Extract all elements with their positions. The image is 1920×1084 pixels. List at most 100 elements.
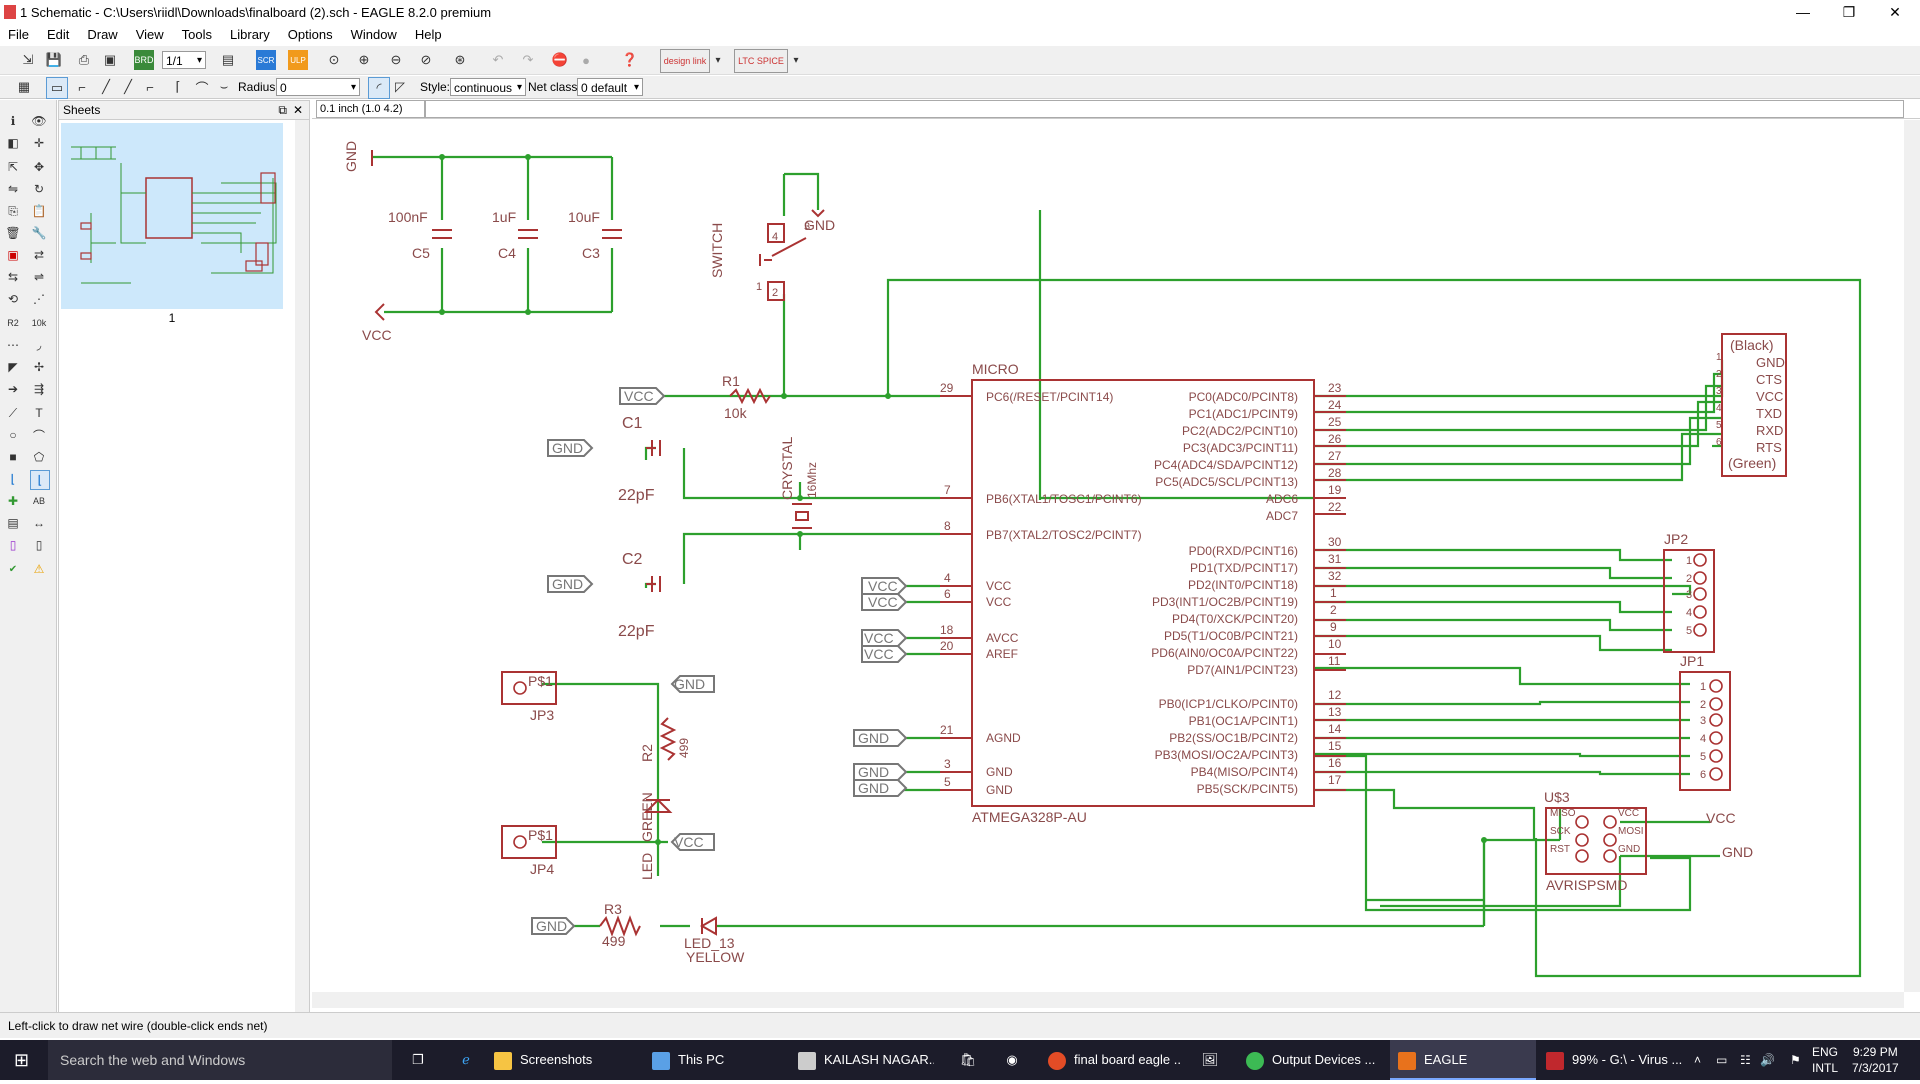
minimize-button[interactable]: — [1796, 4, 1810, 20]
float-panel-icon[interactable]: ⧉ [278, 103, 287, 117]
module-icon[interactable]: ▯ [35, 538, 43, 552]
menu-edit[interactable]: Edit [46, 26, 70, 42]
drc-icon[interactable]: ▤ [221, 52, 235, 67]
errors-icon[interactable]: ⚠ [33, 562, 45, 576]
mark-icon[interactable]: ✛ [33, 136, 45, 150]
cam-icon[interactable]: ▣ [103, 52, 117, 67]
save-icon[interactable]: 💾 [45, 52, 63, 67]
display-icon[interactable]: ◧ [7, 136, 19, 150]
sch-brd-switch-icon[interactable]: BRD [134, 50, 154, 70]
task-this-pc[interactable]: This PC [652, 1040, 782, 1080]
close-button[interactable]: ✕ [1889, 3, 1901, 20]
zoom-out-icon[interactable]: ⊖ [390, 52, 402, 67]
language-indicator[interactable]: ENG INTL [1812, 1044, 1838, 1084]
task-eagle[interactable]: EAGLE [1390, 1040, 1536, 1080]
menu-library[interactable]: Library [230, 26, 270, 42]
bend-style-6-icon[interactable]: ⌒ [195, 80, 209, 96]
optimize-icon[interactable]: ✢ [33, 360, 45, 374]
menu-options[interactable]: Options [287, 26, 333, 42]
task-output-devices[interactable]: Output Devices ... [1246, 1040, 1380, 1080]
move-icon[interactable]: ⇱ [7, 160, 19, 174]
style-select[interactable]: continuous [450, 78, 526, 97]
menu-draw[interactable]: Draw [87, 26, 118, 42]
steam-icon[interactable]: ◉ [1006, 1052, 1018, 1067]
junction-icon[interactable]: ✚ [7, 494, 19, 508]
net-icon[interactable]: ⌊ [30, 470, 50, 490]
dimension-icon[interactable]: ↔ [33, 516, 45, 530]
task-chrome[interactable]: final board eagle ... [1048, 1040, 1182, 1080]
print-icon[interactable]: ⎙ [78, 52, 90, 67]
ltspice-button[interactable]: LTC SPICE [734, 49, 788, 73]
help-icon[interactable]: ❓ [621, 52, 639, 67]
bend-style-4-icon[interactable]: ⌐ [146, 79, 154, 95]
route-icon[interactable]: ➔ [7, 382, 19, 396]
designlink-button[interactable]: design link [660, 49, 710, 73]
wrench-icon[interactable]: 🔧 [31, 226, 47, 240]
grid-icon[interactable]: ▦ [17, 79, 31, 94]
task-view-icon[interactable]: ❐ [412, 1052, 424, 1067]
zoom-fit-icon[interactable]: ⊙ [328, 52, 340, 67]
gateswap-icon[interactable]: ⇌ [33, 270, 45, 284]
slice-icon[interactable]: ⇶ [33, 382, 45, 396]
bend-style-1-icon[interactable]: ⌐ [78, 79, 86, 95]
rotate-icon[interactable]: ↻ [33, 182, 45, 196]
zoom-in-icon[interactable]: ⊕ [358, 52, 370, 67]
copy-icon[interactable]: ⎘ [8, 203, 18, 218]
volume-icon[interactable]: 🔊 [1760, 1053, 1775, 1067]
task-virus-scan[interactable]: 99% - G:\ - Virus ... [1546, 1040, 1686, 1080]
smash-icon[interactable]: ⋯ [7, 338, 19, 352]
rect-icon[interactable]: ■ [9, 450, 17, 464]
network-icon[interactable]: ☷ [1740, 1053, 1751, 1067]
delete-icon[interactable]: 🗑 [5, 226, 21, 240]
task-screenshots[interactable]: Screenshots [494, 1040, 624, 1080]
attribute-icon[interactable]: ▤ [7, 516, 19, 530]
zoom-redraw-icon[interactable]: ⊘ [420, 52, 432, 67]
split-wire-icon[interactable]: ◤ [8, 360, 18, 374]
bend-style-5-icon[interactable]: ⌈ [175, 79, 181, 94]
frame-icon[interactable]: ▯ [9, 538, 17, 552]
polygon-icon[interactable]: ⬠ [33, 450, 45, 464]
menu-tools[interactable]: Tools [181, 26, 213, 42]
label-icon[interactable]: AB [32, 496, 45, 506]
menu-file[interactable]: File [8, 26, 29, 42]
start-windows-icon[interactable]: ⊞ [14, 1050, 30, 1070]
sheets-scrollbar[interactable] [295, 120, 309, 1012]
open-icon[interactable]: ⇲ [22, 52, 34, 67]
designlink-dropdown-icon[interactable]: ▾ [715, 54, 721, 66]
text-icon[interactable]: T [35, 406, 43, 420]
store-icon[interactable]: 🛍 [959, 1052, 977, 1067]
edge-icon[interactable]: ℯ [462, 1052, 470, 1067]
paste-icon[interactable]: 📋 [31, 204, 47, 218]
schematic-canvas[interactable]: GND VCC 100nF C5 1uF C4 10uF C3 SWITCH 3… [312, 120, 1904, 992]
tray-chevron-icon[interactable]: ˄ [1694, 1053, 1702, 1067]
bus-icon[interactable]: ⌊ [10, 472, 16, 486]
mirror-icon[interactable]: ⇋ [7, 182, 19, 196]
erc-icon[interactable]: ✔ [8, 563, 18, 575]
wire-icon[interactable]: ⟋ [8, 405, 18, 420]
sheet-select[interactable]: 1/1 [162, 51, 206, 70]
netclass-select[interactable]: 0 default [577, 78, 643, 97]
show-icon[interactable]: 👁 [31, 114, 47, 128]
bend-style-3-icon[interactable]: ╱ [124, 79, 132, 94]
miter-icon[interactable]: ◞ [36, 338, 42, 352]
name-icon[interactable]: R2 [7, 318, 19, 328]
info-icon[interactable]: ℹ [10, 114, 16, 128]
canvas-vertical-scrollbar[interactable] [1904, 120, 1920, 992]
battery-icon[interactable]: ▭ [1716, 1053, 1728, 1067]
split-icon[interactable]: ⋰ [33, 292, 45, 306]
replace-icon[interactable]: ⇄ [33, 248, 45, 262]
ltspice-dropdown-icon[interactable]: ▾ [793, 54, 799, 66]
move-group-icon[interactable]: ✥ [33, 160, 45, 174]
menu-window[interactable]: Window [350, 26, 397, 42]
redo-icon[interactable]: ↷ [522, 52, 534, 67]
photos-icon[interactable]: 🖼 [1201, 1052, 1219, 1067]
bend-style-7-icon[interactable]: ⌣ [219, 79, 229, 94]
layer-select-icon[interactable]: ▭ [46, 77, 68, 99]
radius-input[interactable]: 0 [276, 78, 360, 97]
invoke-icon[interactable]: ⟲ [7, 292, 19, 306]
ulp-icon[interactable]: ULP [288, 50, 308, 70]
arc-icon[interactable]: ⌒ [32, 428, 45, 443]
pinswap-icon[interactable]: ⇆ [7, 270, 19, 284]
menu-view[interactable]: View [135, 26, 164, 42]
circle-icon[interactable]: ○ [9, 428, 17, 442]
